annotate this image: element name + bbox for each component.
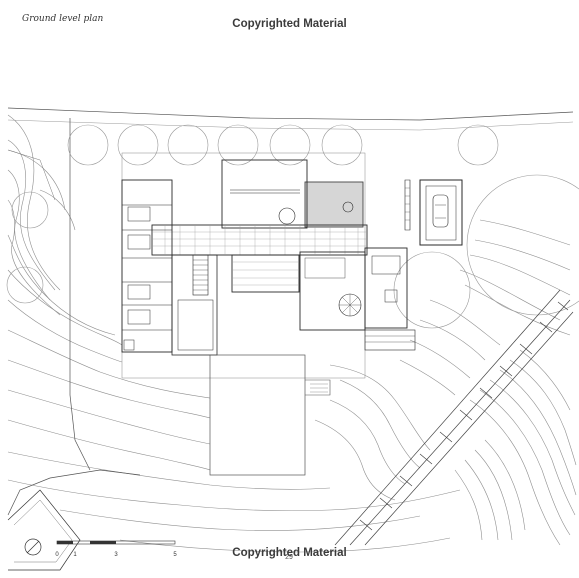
tree-circle <box>321 124 363 166</box>
contour-line <box>7 419 211 471</box>
contour-line <box>454 469 483 541</box>
site-boundary <box>7 469 141 516</box>
house-plan <box>121 152 463 476</box>
site-boundary <box>7 119 574 131</box>
trees <box>6 124 579 329</box>
round-table <box>342 201 354 213</box>
adjacent-building <box>7 489 81 571</box>
contour-line <box>509 359 577 466</box>
scale-label-0: 0 <box>55 552 59 558</box>
contour-line <box>474 239 571 271</box>
tree-circle <box>217 124 259 166</box>
terrain-contours <box>7 114 577 553</box>
plan-caption: Ground level plan <box>22 14 104 24</box>
contour-line <box>329 364 431 451</box>
bed <box>127 206 151 222</box>
contour-line <box>519 349 571 411</box>
contour-line <box>459 269 561 321</box>
pool <box>304 181 364 228</box>
contour-line <box>399 359 456 396</box>
site-boundary <box>7 149 56 201</box>
bath-block <box>364 247 408 329</box>
scale-label-1: 1 <box>73 552 77 558</box>
terrace <box>209 354 306 476</box>
contour-line <box>59 509 421 531</box>
contour-line <box>429 299 501 346</box>
bed <box>127 284 151 300</box>
wc-symbol <box>123 339 135 351</box>
contour-line <box>7 114 61 291</box>
contour-line <box>489 379 576 516</box>
scale-bar: 0 1 3 5 <box>55 540 177 558</box>
contour-line <box>469 399 561 546</box>
scale-label-3: 3 <box>114 552 118 558</box>
contour-line <box>7 139 56 291</box>
tree-circle <box>393 251 471 329</box>
contour-line <box>7 329 211 399</box>
dining <box>231 254 300 293</box>
lower-hall <box>171 254 218 356</box>
page-number: 29 <box>285 554 293 561</box>
bed <box>127 234 151 250</box>
contour-line <box>479 389 571 536</box>
contour-line <box>484 439 526 531</box>
contour-line <box>7 359 211 419</box>
contour-line <box>39 189 76 231</box>
watermark-bottom: Copyrighted Material <box>232 547 347 559</box>
scale-label-5: 5 <box>173 552 177 558</box>
kitchen-room <box>299 251 366 331</box>
contour-line <box>499 369 577 496</box>
contour-line <box>119 537 451 553</box>
steps <box>364 329 416 351</box>
site-boundary <box>7 107 574 121</box>
contour-line <box>419 319 486 361</box>
contour-line <box>464 459 499 541</box>
bedroom-wing <box>121 179 173 353</box>
tree-circle <box>167 124 209 166</box>
contour-line <box>464 284 571 336</box>
corridor <box>151 224 368 256</box>
contour-line <box>7 389 211 445</box>
contour-line <box>7 269 123 346</box>
tree-circle <box>466 174 579 316</box>
site-boundary <box>69 118 91 471</box>
contour-line <box>339 379 421 469</box>
tree-circle <box>117 124 159 166</box>
car <box>432 194 449 228</box>
garage <box>419 179 463 246</box>
watermark-top: Copyrighted Material <box>232 18 347 30</box>
contour-line <box>409 339 471 379</box>
tree-circle <box>6 266 44 304</box>
tree-circle <box>67 124 109 166</box>
contour-line <box>7 299 123 363</box>
site-lines <box>7 107 574 516</box>
contour-line <box>329 399 406 485</box>
contour-line <box>474 449 513 541</box>
north-arrow <box>24 538 42 556</box>
contour-line <box>7 234 116 336</box>
tree-circle <box>457 124 499 166</box>
contour-line <box>469 254 571 296</box>
bed <box>127 309 151 325</box>
contour-line <box>479 219 571 246</box>
living-block <box>221 159 308 229</box>
contour-line <box>7 199 61 316</box>
contour-line <box>7 451 331 490</box>
tree-circle <box>269 124 311 166</box>
tree-circle <box>11 191 49 229</box>
retaining-wall <box>334 289 574 546</box>
contour-line <box>314 419 396 501</box>
round-table <box>278 207 296 225</box>
contour-line <box>7 479 461 512</box>
contour-line <box>7 169 51 301</box>
